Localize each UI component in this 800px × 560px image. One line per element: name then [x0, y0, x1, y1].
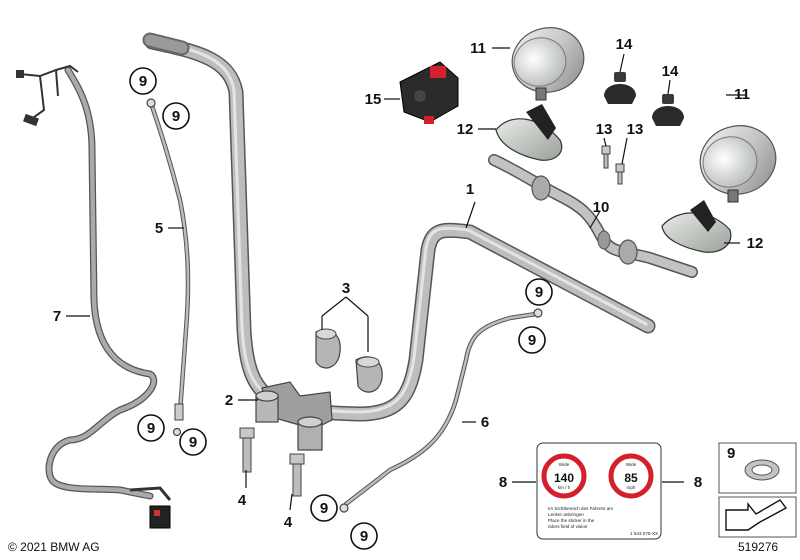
svg-text:9: 9	[320, 500, 328, 517]
label-11a: 11	[470, 40, 486, 57]
svg-text:9: 9	[139, 73, 147, 90]
label-2: 2	[225, 392, 233, 409]
cable-6	[339, 308, 543, 513]
label-8a: 8	[499, 474, 507, 491]
label-1: 1	[466, 181, 474, 198]
sign1-unit: km / h	[558, 485, 571, 490]
legend-box: 9	[718, 442, 797, 538]
speed-sign-kmh	[541, 453, 587, 499]
sign2-value: 85	[624, 471, 638, 485]
rubber-mount-top	[604, 72, 636, 104]
label-10: 10	[593, 199, 610, 216]
turn-indicator-top	[495, 104, 563, 161]
circled-label-9-b: 9	[162, 102, 190, 130]
sticker-text-line2: Lenker anbringen	[548, 512, 584, 517]
bolt-right	[289, 453, 305, 497]
speed-sign-mph	[608, 453, 654, 499]
svg-text:9: 9	[360, 528, 368, 545]
auxiliary-lamp-bottom	[699, 125, 777, 203]
svg-text:9: 9	[172, 108, 180, 125]
handlebar-clamp	[255, 381, 333, 451]
label-5: 5	[155, 220, 163, 237]
svg-text:9: 9	[528, 332, 536, 349]
label-8b: 8	[694, 474, 702, 491]
circled-label-9-h: 9	[350, 522, 378, 550]
label-12b: 12	[747, 235, 764, 252]
sign2-unit: mph	[627, 485, 636, 490]
label-15: 15	[365, 91, 382, 108]
circled-label-9-e: 9	[525, 278, 553, 306]
rubber-bushing-left	[315, 328, 341, 369]
short-handlebar	[488, 154, 698, 278]
bolt-left	[239, 427, 255, 473]
label-11b: 11	[734, 86, 750, 103]
screw-right	[615, 163, 625, 185]
svg-text:9: 9	[189, 434, 197, 451]
leader-lines	[66, 47, 746, 511]
diagram-id: 519276	[738, 540, 779, 554]
sign1-top-text: Wide	[559, 462, 570, 467]
label-4b: 4	[284, 514, 293, 531]
label-3: 3	[342, 280, 350, 297]
rubber-mount-bottom	[652, 94, 684, 126]
sign2-top-text: Wide	[626, 462, 637, 467]
handlebar	[142, 32, 656, 422]
svg-text:9: 9	[147, 420, 155, 437]
sticker-text-line4: riders field of vision	[548, 524, 588, 529]
label-14a: 14	[616, 36, 633, 53]
label-13a: 13	[596, 121, 613, 138]
label-12a: 12	[457, 121, 474, 138]
label-13b: 13	[627, 121, 644, 138]
sticker-text-line3: Place the sticker in the	[548, 518, 595, 523]
handlebar-switch	[399, 61, 459, 124]
auxiliary-lamp-top	[511, 27, 585, 101]
circled-label-9-g: 9	[310, 494, 338, 522]
sticker-text-line1: Im Sichtbereich des Fahrers am	[548, 506, 613, 511]
screw-left	[601, 145, 611, 169]
label-4a: 4	[238, 492, 247, 509]
arrow-icon	[725, 499, 788, 531]
sign1-value: 140	[554, 471, 574, 485]
copyright-text: © 2021 BMW AG	[8, 540, 100, 554]
label-7: 7	[53, 308, 61, 325]
svg-text:9: 9	[535, 284, 543, 301]
turn-indicator-bottom	[661, 200, 732, 253]
circled-label-9-d: 9	[179, 428, 207, 456]
speed-sticker: Wide 140 km / h Wide 85 mph Im Sichtbere…	[536, 442, 662, 540]
label-14b: 14	[662, 63, 679, 80]
circled-label-9-a: 9	[129, 67, 157, 95]
legend-label: 9	[727, 445, 735, 462]
circled-label-9-f: 9	[518, 326, 546, 354]
sticker-part-number: 1 543 076-XX	[630, 531, 658, 536]
cable-5	[146, 98, 191, 437]
circled-label-9-c: 9	[137, 414, 165, 442]
wiring-harness	[16, 64, 172, 529]
label-6: 6	[481, 414, 489, 431]
rubber-bushing-right	[355, 356, 383, 393]
